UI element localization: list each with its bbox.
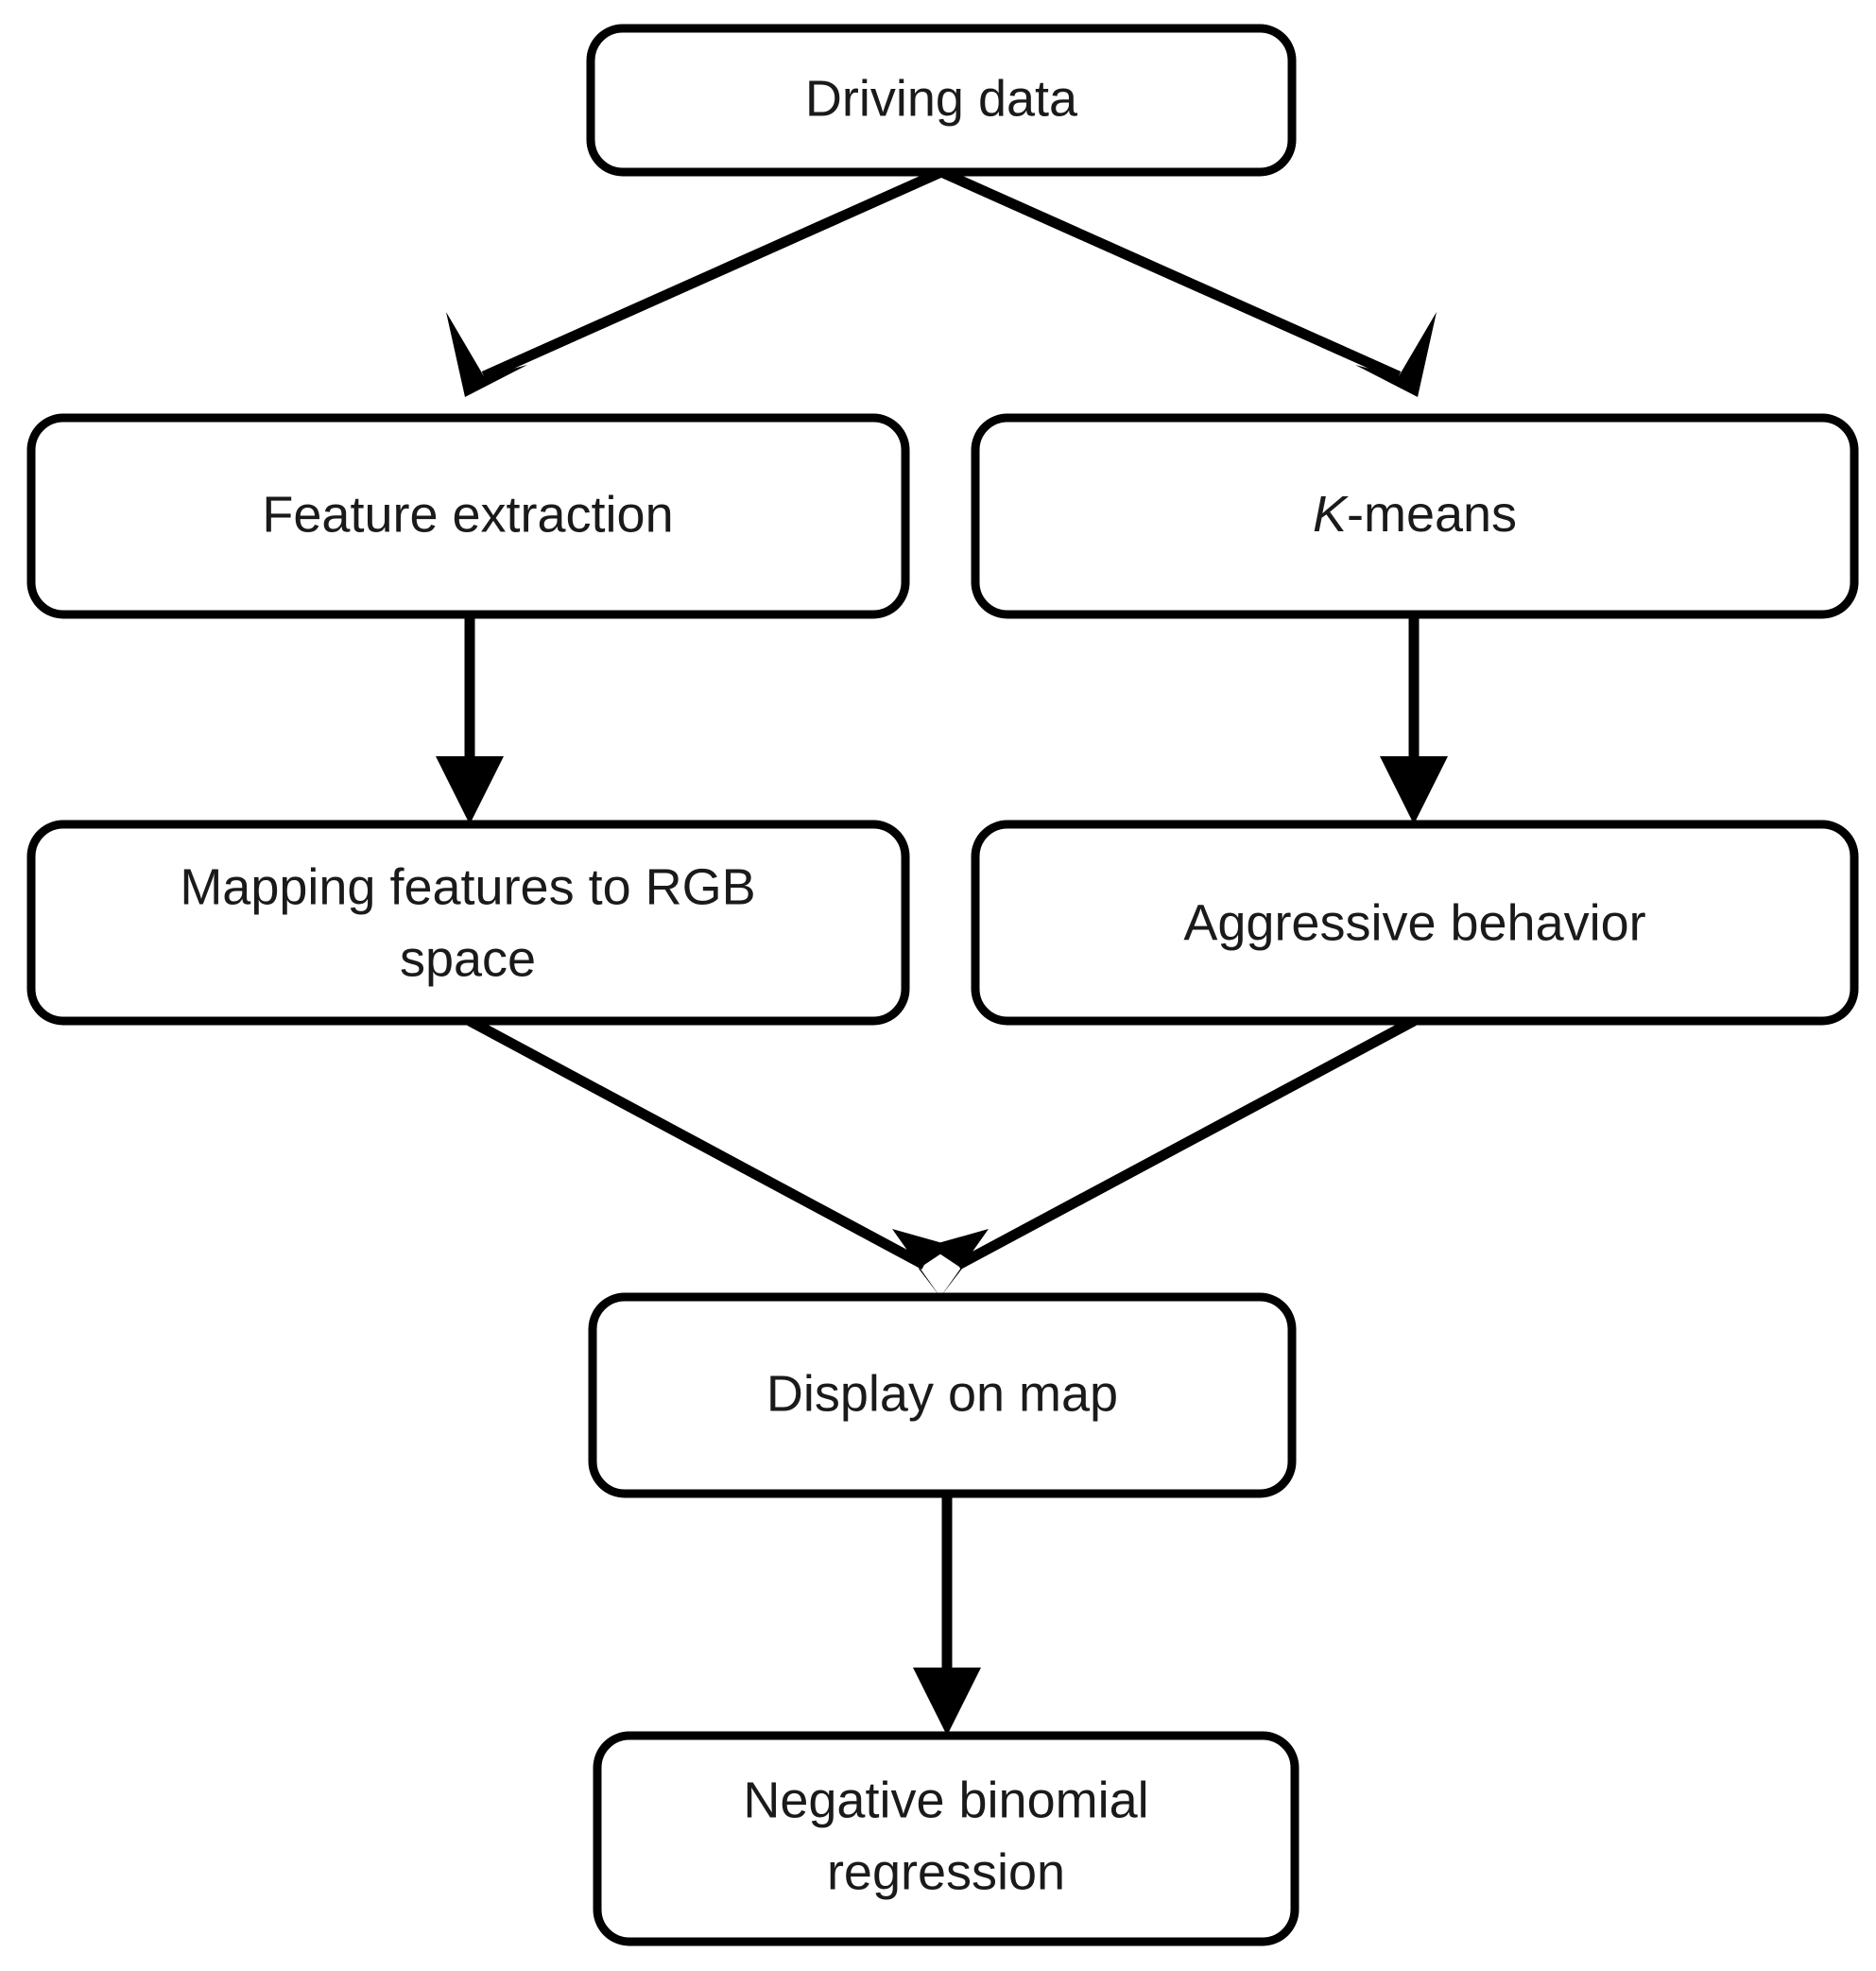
node-k-means[interactable]: K-means xyxy=(971,413,1859,619)
node-aggressive-behavior[interactable]: Aggressive behavior xyxy=(971,820,1859,1026)
k-means-label-italic-k: K xyxy=(1313,486,1349,543)
driving-data-box[interactable] xyxy=(586,24,1297,177)
feature-extraction-label: Feature extraction xyxy=(262,486,673,543)
edge-aggressive-to-display xyxy=(928,1016,1417,1297)
driving-data-label: Driving data xyxy=(805,70,1078,127)
edge-mapping-to-display xyxy=(467,1016,953,1297)
feature-extraction-box[interactable] xyxy=(26,413,910,619)
edge-display-to-regression xyxy=(913,1494,981,1736)
aggressive-behavior-box[interactable] xyxy=(971,820,1859,1026)
negative-binomial-regression-label-line1: Negative binomial xyxy=(743,1772,1148,1828)
display-on-map-box[interactable] xyxy=(588,1292,1297,1498)
edge-kmeans-to-aggressive xyxy=(1380,614,1448,824)
k-means-box[interactable] xyxy=(971,413,1859,619)
node-feature-extraction[interactable]: Feature extraction xyxy=(26,413,910,619)
node-negative-binomial-regression[interactable]: Negative binomial regression xyxy=(593,1731,1299,1946)
node-driving-data[interactable]: Driving data xyxy=(586,24,1297,177)
mapping-features-rgb-label-line1: Mapping features to RGB xyxy=(180,858,755,915)
edge-driving-to-feature xyxy=(446,166,944,397)
mapping-features-rgb-label-line2: space xyxy=(400,930,536,987)
node-display-on-map[interactable]: Display on map xyxy=(588,1292,1297,1498)
k-means-label-rest: -means xyxy=(1347,486,1517,543)
mapping-features-rgb-box[interactable] xyxy=(26,820,910,1026)
negative-binomial-regression-box[interactable] xyxy=(593,1731,1299,1946)
k-means-label: K-means xyxy=(1313,486,1517,543)
display-on-map-label: Display on map xyxy=(766,1365,1118,1422)
edge-feature-to-mapping xyxy=(436,614,504,824)
aggressive-behavior-label: Aggressive behavior xyxy=(1183,894,1645,951)
edge-driving-to-kmeans xyxy=(938,166,1437,397)
node-mapping-features-rgb[interactable]: Mapping features to RGB space xyxy=(26,820,910,1026)
negative-binomial-regression-label-line2: regression xyxy=(827,1843,1065,1900)
